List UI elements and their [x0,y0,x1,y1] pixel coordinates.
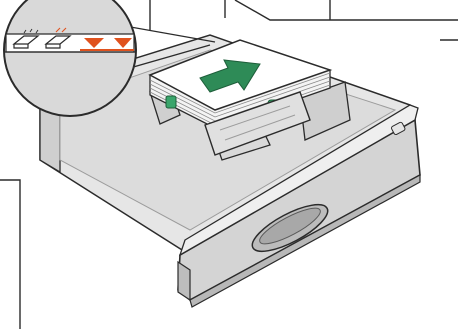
paper-tray-illustration [0,0,458,329]
tray-drawing [0,0,458,329]
